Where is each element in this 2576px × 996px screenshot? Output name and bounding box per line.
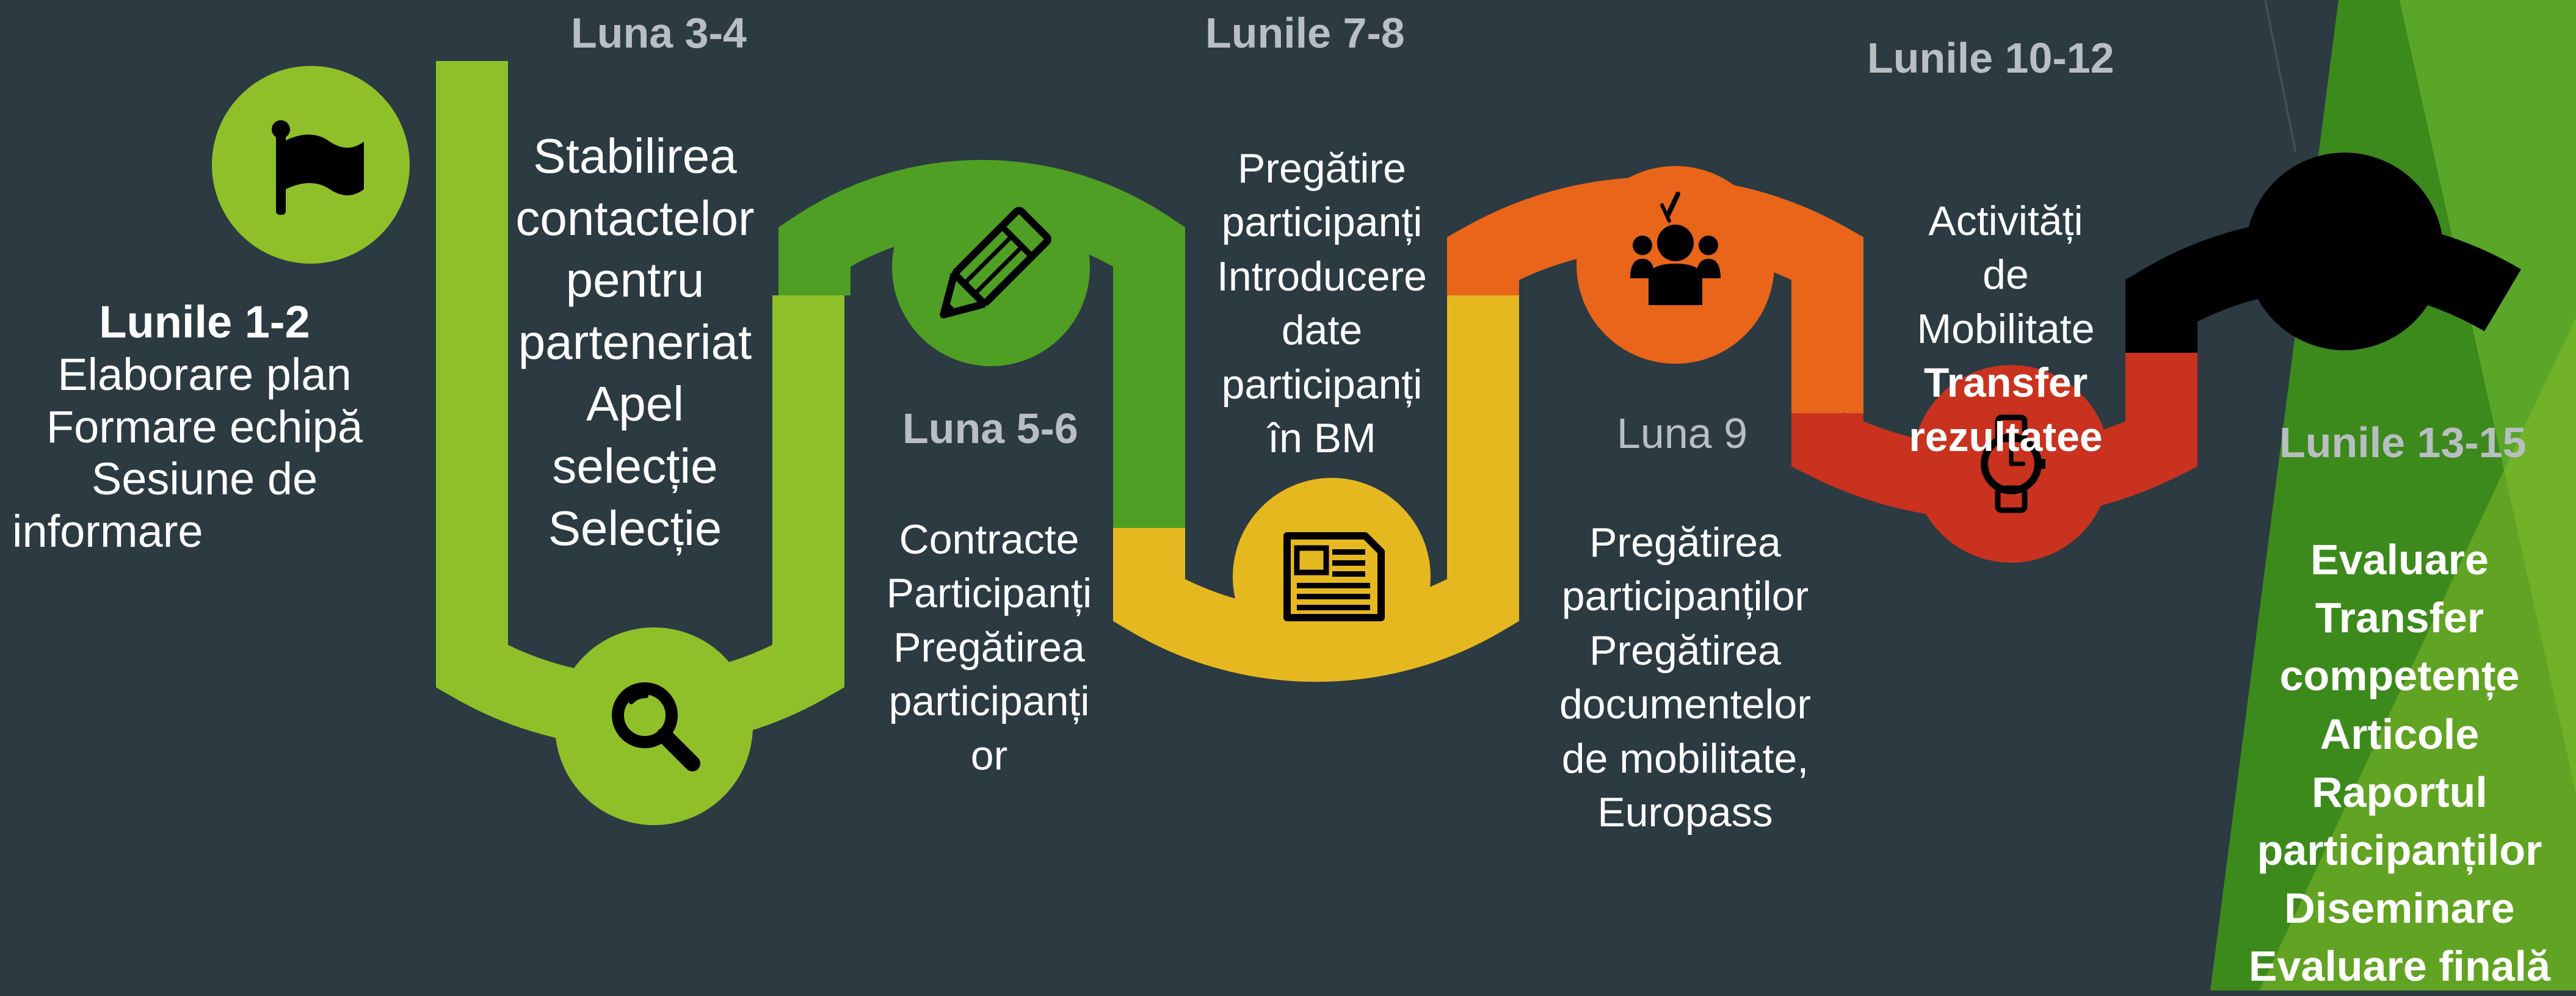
stage-line: Pregătirea [1589, 519, 1781, 566]
newspaper-icon [1283, 532, 1385, 621]
stage-line: pentru [565, 253, 705, 308]
stage-line-bold: rezultatee [1909, 413, 2103, 460]
stage-line: Contracte [899, 516, 1079, 563]
corner-line [2264, 0, 2297, 153]
stage-line: Introducere [1217, 253, 1427, 300]
stage-line: parteneriat [518, 314, 752, 369]
stage-header-6: Lunile 10-12 [1867, 34, 2114, 82]
watch-icon [1981, 414, 2045, 513]
stage-circle-4 [1233, 478, 1431, 676]
stage-line: Activități [1928, 198, 2083, 244]
stage-line: în BM [1268, 414, 1376, 461]
stage-circle-7 [2246, 153, 2444, 350]
stage-line: de [1983, 251, 2029, 298]
stage-header-4: Lunile 7-8 [1205, 9, 1405, 57]
stage-line: Selecție [548, 500, 722, 555]
corner-decoration-light [2400, 0, 2576, 793]
stage-line: Europass [1597, 789, 1773, 835]
stage-circle-3 [892, 168, 1090, 366]
stage-line: Pregătirea [1589, 627, 1781, 674]
stage-circle-2 [555, 627, 753, 825]
stage-header-3: Luna 5-6 [902, 405, 1078, 452]
stage-line: selecție [552, 438, 718, 493]
stage-line: Apel [586, 377, 684, 431]
stage-line-bold: participanților [2257, 826, 2542, 874]
stage-line-bold: competențe [2279, 652, 2520, 700]
stage-line: Pregătirea [893, 624, 1085, 671]
stage-text-1: Lunile 1-2 Elaborare plan Formare echipă… [12, 296, 397, 558]
stage-header-7: Lunile 13-15 [2279, 419, 2527, 466]
stage-line: de mobilitate, [1561, 735, 1809, 782]
stage-line: Sesiune de [91, 453, 318, 505]
stage-text-7: Evaluare Transfer competențe Articole Ra… [2229, 531, 2571, 996]
stage-line: Participanți [886, 570, 1092, 617]
stage-text-4: Pregătire participanți Introducere date … [1191, 142, 1453, 465]
stage-line-bold: Transfer [2315, 594, 2484, 642]
stage-line-bold: Diseminare [2284, 884, 2515, 933]
stage-line-bold: Evaluare [2310, 536, 2489, 583]
stage-line: informare [12, 506, 203, 557]
stage-line: or [970, 732, 1008, 779]
stage-line-bold: Transfer [1923, 359, 2088, 406]
stage-line: participanți [1221, 199, 1423, 246]
stage-line: documentelor [1559, 681, 1812, 728]
stage-text-3: Contracte Participanți Pregătirea partic… [855, 513, 1123, 782]
stage-line: Elaborare plan [57, 348, 352, 400]
pencil-icon [940, 207, 1051, 319]
stage-line: Pregătire [1238, 145, 1406, 192]
stage-text-2: Stabilirea contactelor pentru parteneria… [501, 125, 769, 559]
stage-line: participanți [888, 678, 1090, 725]
flag-icon [272, 120, 364, 215]
corner-decoration-translucent [2259, 317, 2576, 991]
stage-line-bold: Evaluare finală [2248, 942, 2551, 991]
stage-line: Stabilirea [533, 129, 737, 183]
stage-line-bold: Raportul [2312, 768, 2487, 816]
stage-header-2: Luna 3-4 [571, 9, 747, 57]
stage-line: Mobilitate [1917, 305, 2095, 352]
stage-header-5: Luna 9 [1617, 410, 1748, 457]
search-icon [612, 682, 700, 771]
stage-text-5: Pregătirea participanților Pregătirea do… [1526, 516, 1844, 839]
stage-line: contactelor [515, 190, 755, 245]
stage-text-6: Activități de Mobilitate Transfer rezult… [1893, 194, 2119, 464]
presenter-icon [1630, 192, 1721, 305]
stage-line: Formare echipă [46, 401, 363, 452]
stage-line-bold: Articole [2320, 710, 2480, 758]
stage-header-1: Lunile 1-2 [99, 297, 310, 347]
stage-line: date [1281, 307, 1363, 354]
stage-line: participanți [1221, 361, 1423, 408]
stage-line: participanților [1561, 573, 1809, 620]
